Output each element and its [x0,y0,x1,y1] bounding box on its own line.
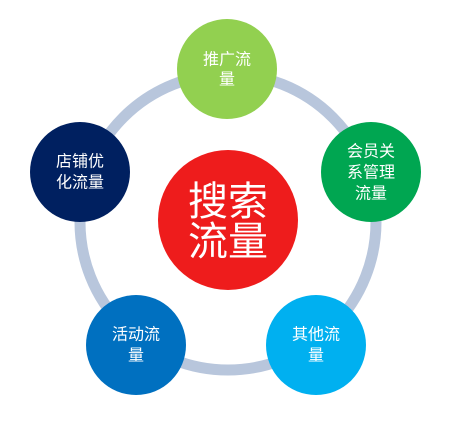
node-member-label-line-3: 流量 [355,184,387,203]
center-node-circle [158,150,298,290]
node-promotion-label-line-2: 量 [219,70,235,89]
node-store-circle [30,122,130,222]
node-member-label-line-1: 会员关 [347,142,395,161]
node-promotion-label-line-1: 推广流 [203,50,251,69]
node-other-label-line-2: 量 [308,346,324,365]
node-other-label-line-1: 其他流 [292,325,340,344]
node-activity-traffic: 活动流 量 [86,295,186,395]
center-label-line-2: 流量 [188,219,268,265]
node-store-optimization-traffic: 店铺优 化流量 [30,122,130,222]
node-store-label-line-1: 店铺优 [56,152,104,171]
center-label-line-1: 搜索 [188,179,268,225]
node-member-label-line-2: 系管理 [347,163,395,182]
node-activity-circle [86,295,186,395]
node-promotion-circle [177,19,277,119]
node-member-relation-traffic: 会员关 系管理 流量 [321,122,421,222]
node-promotion-traffic: 推广流 量 [177,19,277,119]
node-activity-label-line-2: 量 [128,346,144,365]
node-activity-label-line-1: 活动流 [112,325,160,344]
node-store-label-line-2: 化流量 [56,173,104,192]
node-member-circle [321,122,421,222]
node-other-circle [266,295,366,395]
node-other-traffic: 其他流 量 [266,295,366,395]
center-node: 搜索 流量 [158,150,298,290]
